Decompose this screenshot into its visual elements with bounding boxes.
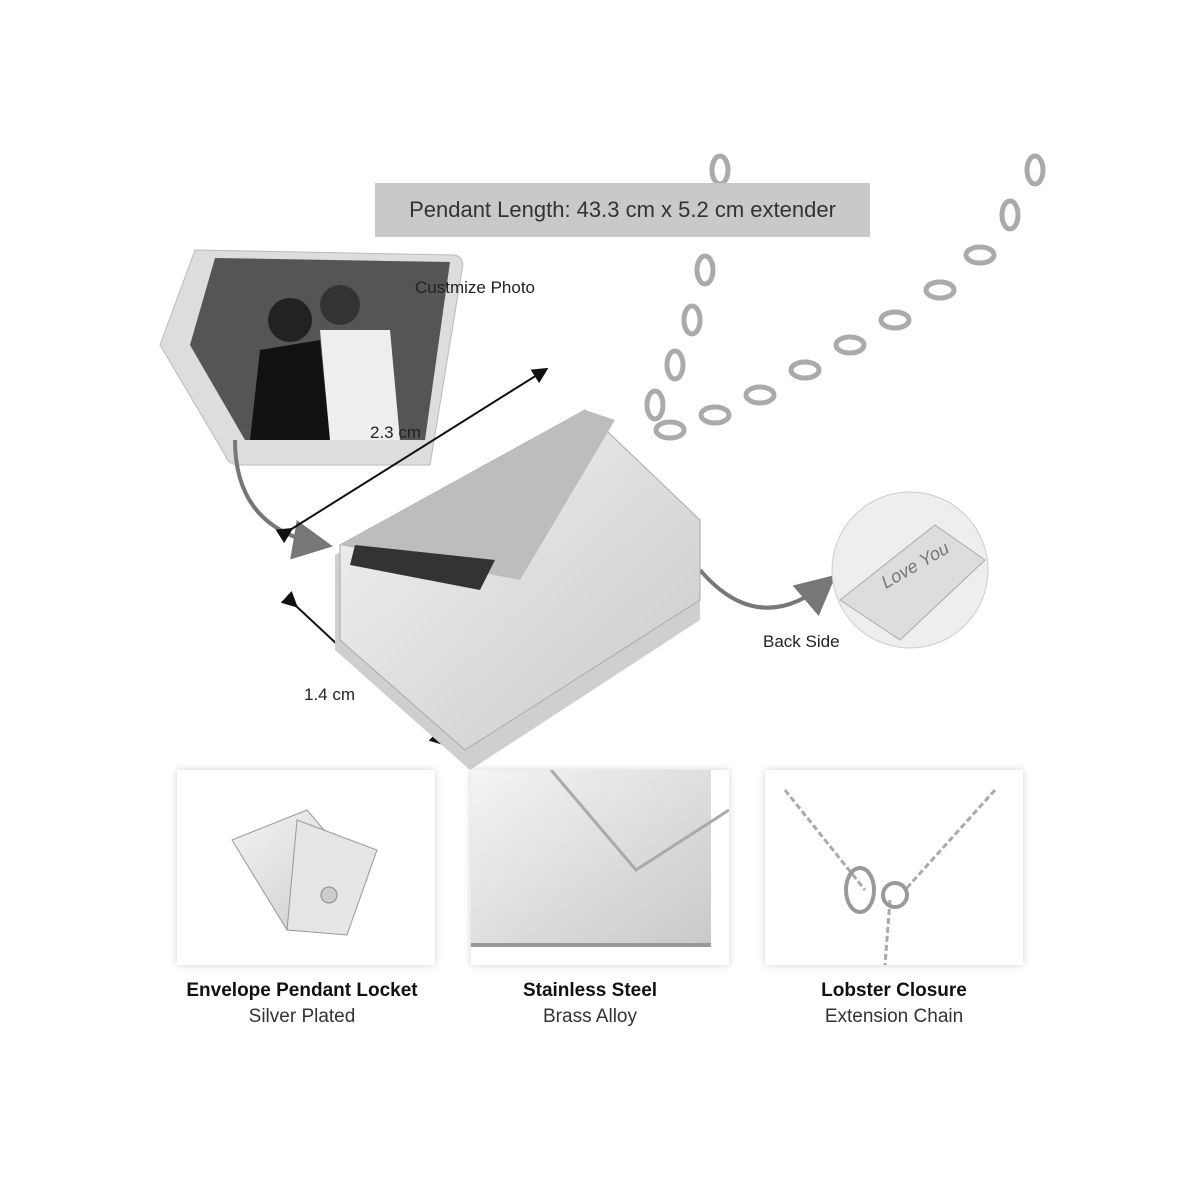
feature-steel: Stainless Steel Brass Alloy [440,980,740,1028]
back-arrow [698,568,837,617]
customize-photo-label: Custmize Photo [415,278,535,297]
chain [644,153,1046,441]
feature-image-closure [765,770,1023,965]
feature-title: Stainless Steel [522,980,658,1001]
feature-image-steel [471,770,729,965]
feature-subtitle: Silver Plated [248,1006,356,1027]
width-label: 2.3 cm [370,423,422,442]
feature-subtitle: Brass Alloy [543,1006,637,1027]
feature-closure: Lobster Closure Extension Chain [744,980,1044,1028]
feature-image-locket [177,770,435,965]
back-side-image [831,491,989,649]
pendant-length-banner: Pendant Length: 43.3 cm x 5.2 cm extende… [375,183,870,237]
feature-subtitle: Extension Chain [824,1006,964,1027]
feature-title: Envelope Pendant Locket [186,980,418,1001]
envelope-pendant [335,409,701,770]
feature-title: Lobster Closure [821,980,967,1001]
feature-locket: Envelope Pendant Locket Silver Plated [152,980,452,1028]
height-label: 1.4 cm [304,685,356,704]
width-arrow [275,367,549,544]
back-side-label: Back Side [763,632,840,651]
